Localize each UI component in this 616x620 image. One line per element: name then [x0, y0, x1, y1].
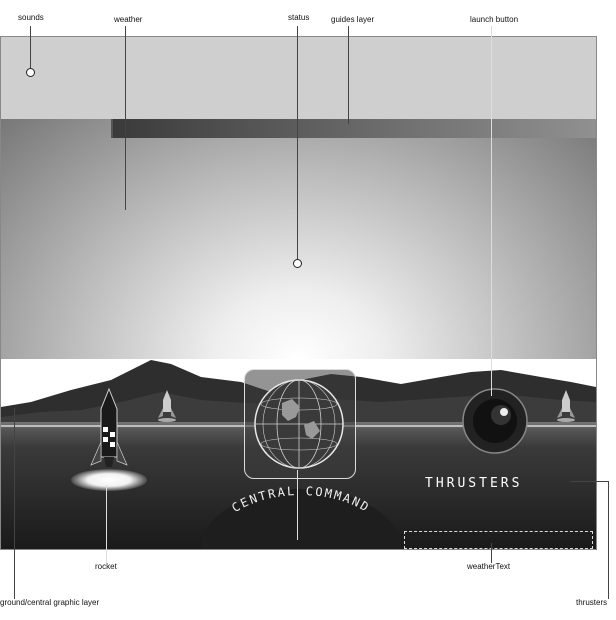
callout-guides-layer: guides layer [331, 15, 375, 24]
callout-rocket: rocket [95, 562, 117, 571]
callout-launch-button: launch button [470, 15, 519, 24]
callout-thrusters: thrusters [576, 598, 608, 607]
weather-text-box [404, 531, 593, 549]
leader-rocket [106, 485, 107, 563]
leader-ground [14, 408, 15, 599]
leader-thrusters-h [570, 481, 608, 482]
central-command-dome: CENTRAL COMMAND [201, 484, 401, 549]
status-marker [293, 259, 302, 268]
callout-weather: weather [114, 15, 143, 24]
sounds-marker [26, 68, 35, 77]
rocket[interactable] [85, 387, 133, 483]
guides-strip-marker [111, 119, 113, 138]
leader-weather [125, 26, 126, 210]
launch-button[interactable] [459, 385, 531, 457]
weather-sky [1, 119, 596, 359]
callout-weather-text: weatherText [467, 562, 511, 571]
callout-status: status [288, 13, 310, 22]
thrusters-label[interactable]: THRUSTERS [425, 476, 523, 491]
callout-sounds: sounds [18, 13, 44, 22]
game-stage: CENTRAL COMMAND LAUNCH THRUSTERS [0, 36, 597, 550]
guides-strip [111, 119, 596, 138]
small-rocket-right [557, 390, 575, 422]
leader-thrusters-v [608, 481, 609, 599]
leader-launch [491, 26, 492, 396]
callout-ground-layer: ground/central graphic layer [0, 598, 100, 607]
small-rocket-left [158, 390, 176, 422]
sounds-area [1, 37, 596, 119]
leader-sounds [30, 26, 31, 72]
leader-guides [348, 26, 349, 124]
leader-central [297, 470, 298, 540]
leader-status [297, 26, 298, 263]
launch-label: LAUNCH [445, 359, 510, 374]
leader-weather-text [491, 543, 492, 563]
rocket-glow [71, 469, 147, 491]
globe-icon [254, 379, 344, 469]
